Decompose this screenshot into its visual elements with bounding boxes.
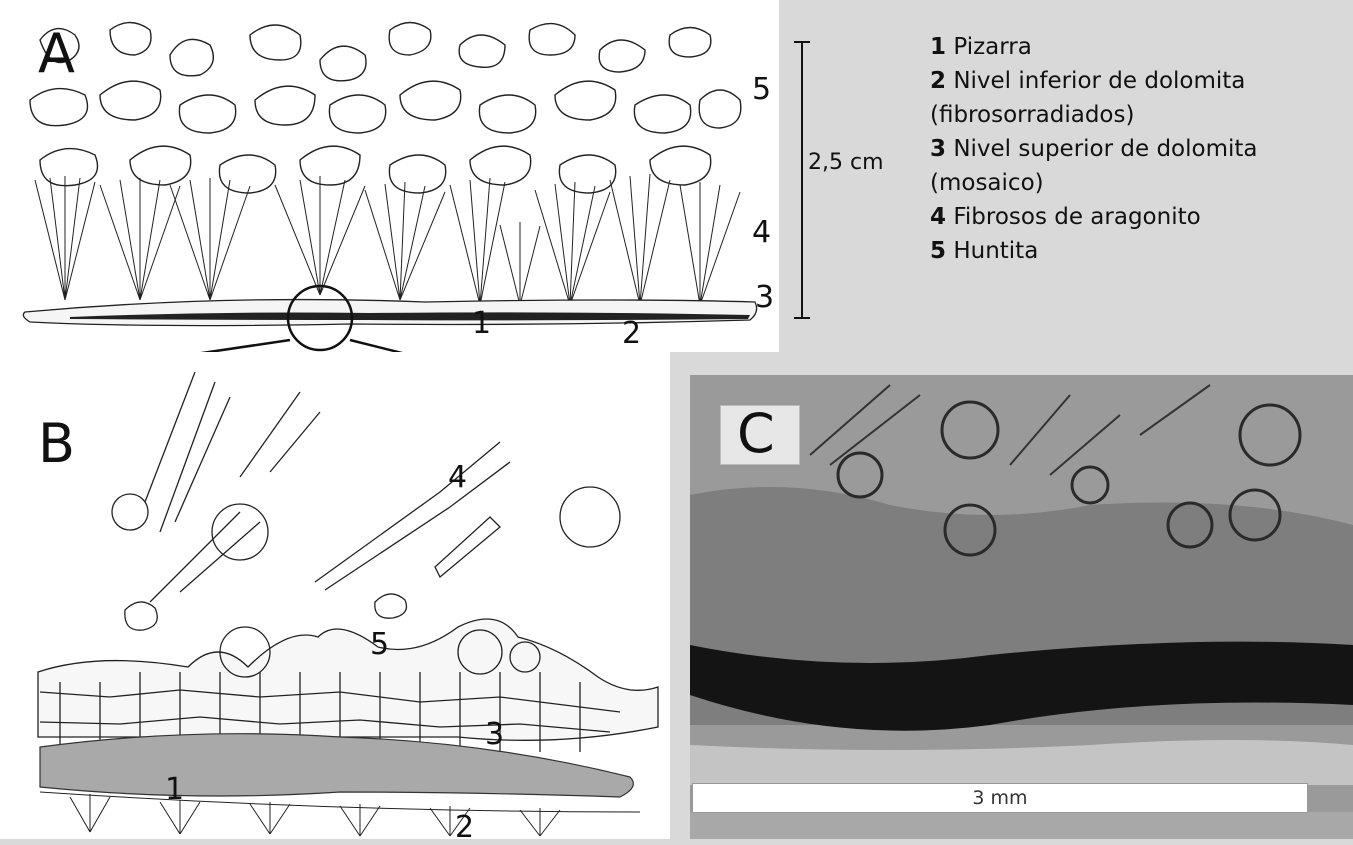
panel-b-drawing [0,352,670,839]
label-a-3: 3 [755,280,774,315]
legend-item: 4 Fibrosos de aragonito [930,200,1257,234]
scale-bar-a [790,40,814,320]
panel-c-micrograph: C 3 mm [690,375,1353,839]
panel-b-diagram: B 4 5 3 1 2 [0,352,670,839]
legend-item: 5 Huntita [930,234,1257,268]
panel-c-letter-box: C [720,405,800,465]
label-b-3: 3 [485,717,504,752]
label-b-2: 2 [455,810,474,845]
legend-item: (mosaico) [930,166,1257,200]
label-a-4: 4 [752,215,771,250]
legend: 1 Pizarra 2 Nivel inferior de dolomita (… [930,30,1257,268]
label-b-5: 5 [370,627,389,662]
label-b-1: 1 [165,772,184,807]
legend-item: 1 Pizarra [930,30,1257,64]
legend-item: 2 Nivel inferior de dolomita [930,64,1257,98]
legend-item: 3 Nivel superior de dolomita [930,132,1257,166]
panel-b-letter: B [38,412,75,475]
label-a-5: 5 [752,72,771,107]
panel-a-diagram: A 5 4 3 1 2 [0,0,779,352]
panel-c-letter: C [737,402,775,465]
panel-a-drawing [0,0,779,352]
legend-item: (fibrosorradiados) [930,98,1257,132]
scale-label-a: 2,5 cm [808,150,884,175]
scale-bar-c: 3 mm [692,783,1308,813]
label-b-4: 4 [448,460,467,495]
panel-a-letter: A [38,22,75,85]
